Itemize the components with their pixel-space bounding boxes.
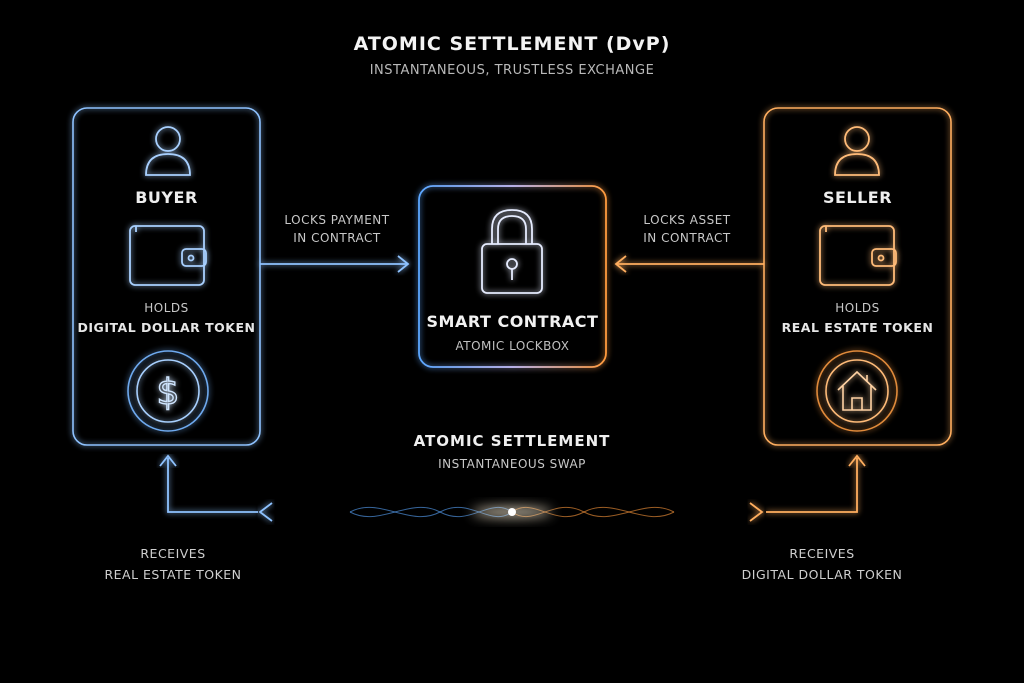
buyer-panel <box>72 107 261 446</box>
user-icon <box>834 126 880 176</box>
wallet-icon <box>129 225 207 286</box>
buyer-label: BUYER <box>135 188 198 207</box>
wallet-icon <box>819 225 897 286</box>
contract-title: SMART CONTRACT <box>426 312 599 331</box>
seller-holds-label: HOLDS <box>835 301 880 315</box>
page-title: ATOMIC SETTLEMENT (DvP) <box>353 33 671 55</box>
seller-receives-token: DIGITAL DOLLAR TOKEN <box>741 567 903 582</box>
padlock-icon <box>481 209 543 294</box>
settlement-swap-line <box>159 454 866 522</box>
user-icon <box>145 126 191 176</box>
buyer-to-contract-arrow <box>260 255 410 273</box>
svg-text:$: $ <box>157 372 180 413</box>
house-coin-icon <box>816 350 898 432</box>
settlement-title: ATOMIC SETTLEMENT <box>413 432 611 450</box>
seller-label: SELLER <box>822 188 893 207</box>
buyer-receives-label: RECEIVES <box>140 546 206 561</box>
contract-subtitle: ATOMIC LOCKBOX <box>455 339 570 353</box>
settlement-subtitle: INSTANTANEOUS SWAP <box>438 457 586 471</box>
smart-contract-box <box>418 185 607 368</box>
seller-to-contract-arrow <box>614 255 764 273</box>
seller-action-line2: IN CONTRACT <box>643 231 731 245</box>
page-subtitle: INSTANTANEOUS, TRUSTLESS EXCHANGE <box>369 63 655 78</box>
dollar-coin-icon: $ <box>127 350 209 432</box>
seller-receives-label: RECEIVES <box>789 546 855 561</box>
buyer-token: DIGITAL DOLLAR TOKEN <box>77 320 256 335</box>
buyer-action-line1: LOCKS PAYMENT <box>284 213 390 227</box>
buyer-holds-label: HOLDS <box>144 301 189 315</box>
buyer-receives-token: REAL ESTATE TOKEN <box>104 567 242 582</box>
seller-panel <box>763 107 952 446</box>
seller-action-line1: LOCKS ASSET <box>643 213 731 227</box>
seller-token: REAL ESTATE TOKEN <box>781 320 934 335</box>
buyer-action-line2: IN CONTRACT <box>293 231 381 245</box>
